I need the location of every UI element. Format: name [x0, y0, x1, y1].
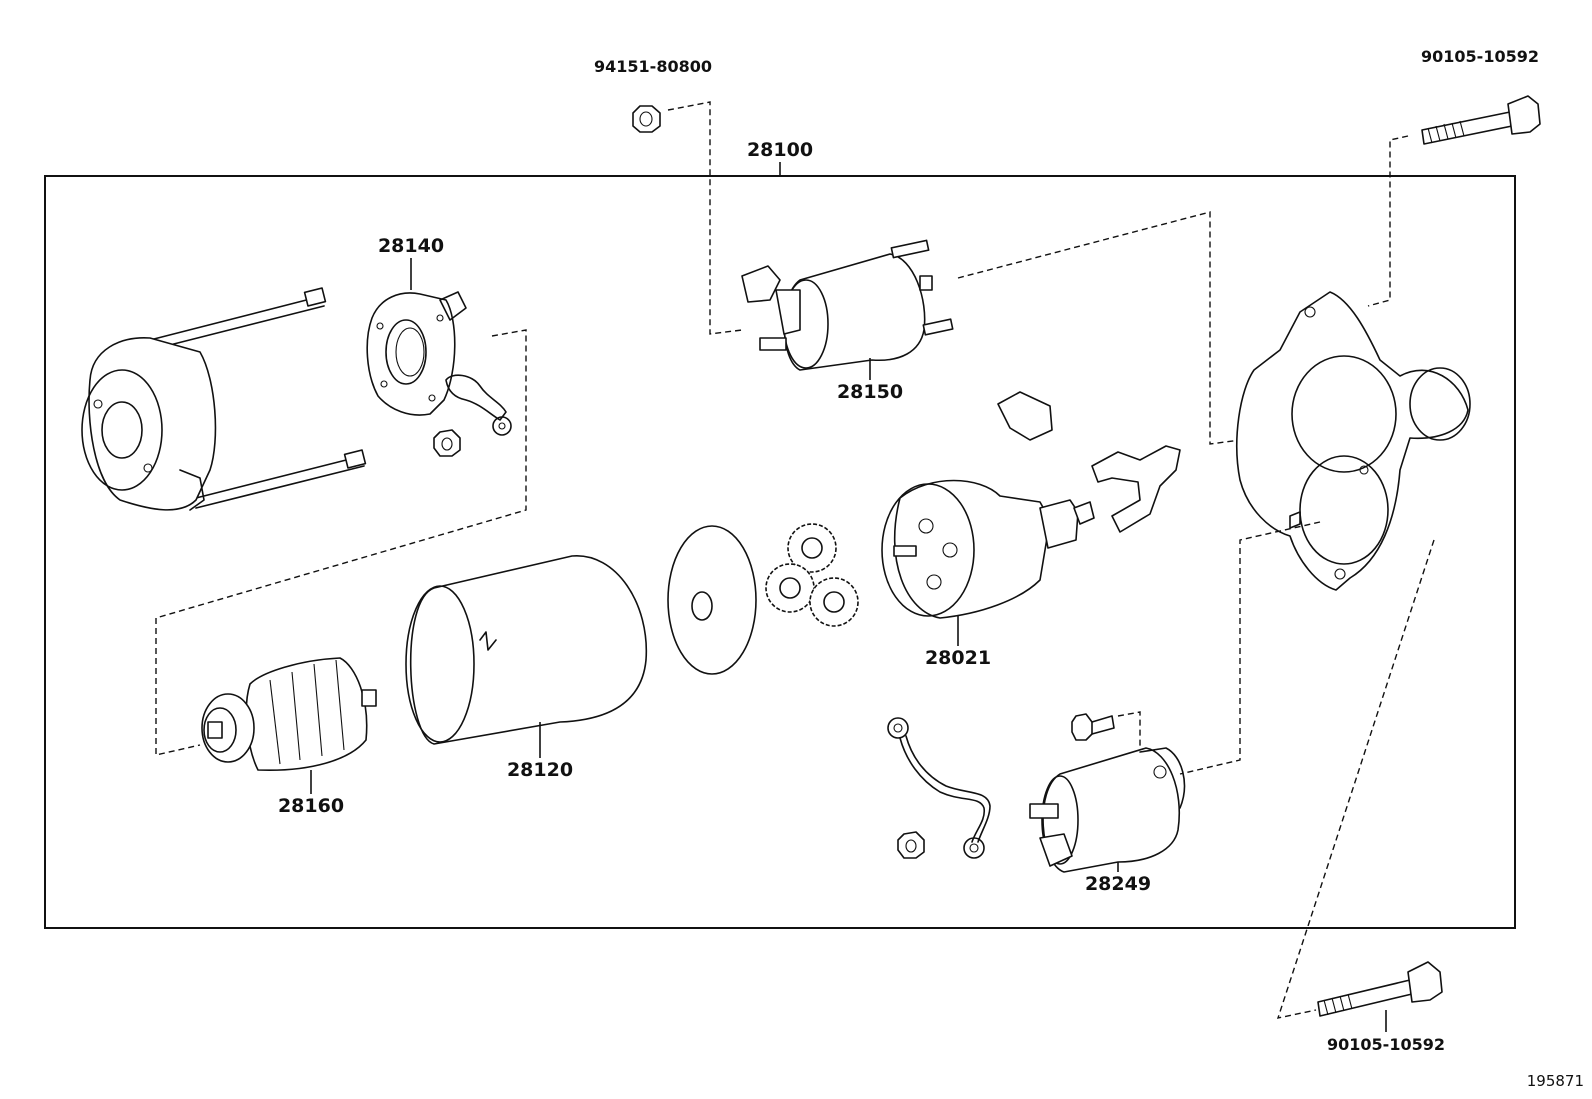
- plate-washer[interactable]: [667, 525, 757, 675]
- label-28021[interactable]: 28021: [925, 647, 991, 669]
- solenoid-contacts-28150[interactable]: 28150: [741, 239, 954, 403]
- label-bolt-bottom[interactable]: 90105-10592: [1327, 1035, 1445, 1054]
- label-28100[interactable]: 28100: [747, 139, 813, 161]
- label-bolt-top[interactable]: 90105-10592: [1421, 47, 1539, 66]
- illustration-code: 195871: [1527, 1072, 1584, 1090]
- label-28120[interactable]: 28120: [507, 759, 573, 781]
- yoke-28120[interactable]: 28120: [405, 555, 648, 781]
- label-28140[interactable]: 28140: [378, 235, 444, 257]
- bolt-90105-10592-bottom[interactable]: 90105-10592: [1276, 539, 1445, 1054]
- label-28160[interactable]: 28160: [278, 795, 344, 817]
- planetary-gears[interactable]: [765, 523, 859, 627]
- shift-lever[interactable]: [1091, 445, 1181, 533]
- rubber-block[interactable]: [997, 391, 1053, 441]
- front-housing[interactable]: [1236, 291, 1471, 591]
- label-94151-80800[interactable]: 94151-80800: [594, 57, 712, 76]
- label-28150[interactable]: 28150: [837, 381, 903, 403]
- assembly-frame: [44, 175, 1516, 929]
- bolt-90105-10592-top[interactable]: 90105-10592: [1367, 47, 1541, 307]
- screw-small[interactable]: [1071, 713, 1115, 741]
- rear-housing[interactable]: [81, 287, 367, 511]
- nut-small[interactable]: [897, 831, 925, 859]
- clutch-28021[interactable]: 28021: [881, 479, 1095, 670]
- armature-28160[interactable]: 28160: [201, 657, 377, 817]
- lead-wire[interactable]: [887, 717, 991, 859]
- nut-94151-80800[interactable]: 94151-80800: [594, 57, 743, 335]
- solenoid-28249[interactable]: 28249: [1029, 747, 1186, 895]
- label-28249[interactable]: 28249: [1085, 873, 1151, 895]
- brush-holder-28140[interactable]: 28140: [366, 235, 512, 457]
